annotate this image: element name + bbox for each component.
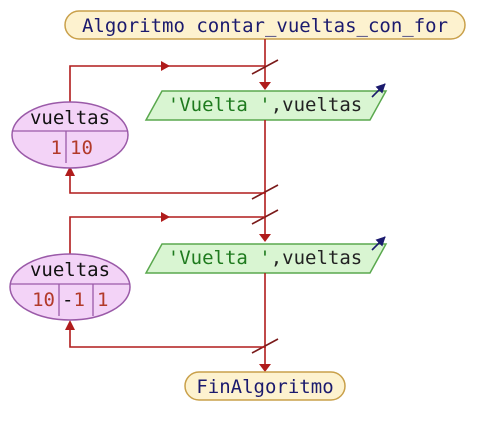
loop-junction-mark	[251, 338, 279, 354]
loop-2-top-line	[69, 216, 265, 256]
loop-2-bottom-arrow	[65, 320, 75, 330]
loop-1-variable: vueltas	[30, 107, 110, 129]
end-terminal-shape	[184, 371, 346, 401]
loop-1-output-string: 'Vuelta '	[168, 94, 271, 116]
loop-2-variable: vueltas	[30, 259, 110, 281]
loop-2-step-sign: -	[62, 289, 73, 311]
loop-1-ellipse	[11, 101, 129, 169]
loop-2-output-text: 'Vuelta ',vueltas	[168, 247, 362, 269]
loop-2-step-value: 1	[73, 289, 84, 311]
loop-2-start-value: 10	[32, 289, 55, 311]
loop-2-output-separator: ,	[271, 247, 282, 269]
end-terminal-text: FinAlgoritmo	[196, 376, 333, 398]
output-arrow-icon	[371, 83, 386, 98]
loop-2-bottom-line	[69, 326, 265, 348]
start-keyword: Algoritmo	[82, 15, 196, 37]
loop-2-for-node[interactable]: vueltas 10 -1 1	[9, 253, 131, 321]
flow-arrow-head	[259, 82, 271, 90]
loop-1-output-shape	[144, 90, 388, 121]
loop-2-top-arrow	[161, 212, 170, 222]
loop-junction-mark	[251, 59, 279, 75]
flow-arrow-head	[259, 364, 271, 372]
output-arrow-icon	[371, 236, 386, 251]
loop-1-end-value: 10	[70, 137, 93, 159]
start-algorithm-name: contar_vueltas_con_for	[196, 15, 448, 37]
loop-2-output-block[interactable]: 'Vuelta ',vueltas	[144, 236, 388, 274]
loop-1-output-text: 'Vuelta ',vueltas	[168, 94, 362, 116]
loop-1-output-separator: ,	[271, 94, 282, 116]
end-terminal[interactable]: FinAlgoritmo	[184, 371, 346, 401]
loop-1-bottom-arrow	[65, 166, 75, 176]
loop-1-output-var: vueltas	[282, 94, 362, 116]
loop-1-start-value: 1	[51, 137, 62, 159]
loop-1-output-block[interactable]: 'Vuelta ',vueltas	[144, 83, 388, 121]
start-terminal[interactable]: Algoritmo contar_vueltas_con_for	[64, 10, 466, 40]
loop-2-output-shape	[144, 243, 388, 274]
loop-2-end-value: 1	[97, 289, 108, 311]
loop-2: 'Vuelta ',vueltas vueltas 10 -1 1	[9, 212, 388, 354]
loop-1-bottom-line	[69, 172, 265, 194]
start-terminal-text: Algoritmo contar_vueltas_con_for	[82, 15, 448, 37]
loop-1-top-arrow	[161, 61, 170, 71]
loop-2-step: -1	[62, 289, 85, 311]
loop-1-top-line	[69, 65, 265, 104]
loop-1-for-node[interactable]: vueltas 1 10	[11, 101, 129, 169]
loop-2-ellipse	[9, 253, 131, 321]
loop-junction-mark	[251, 184, 279, 200]
flow-arrow-head	[259, 234, 271, 242]
loop-2-output-var: vueltas	[282, 247, 362, 269]
loop-2-output-string: 'Vuelta '	[168, 247, 271, 269]
loop-1: 'Vuelta ',vueltas vueltas 1 10	[11, 61, 388, 200]
